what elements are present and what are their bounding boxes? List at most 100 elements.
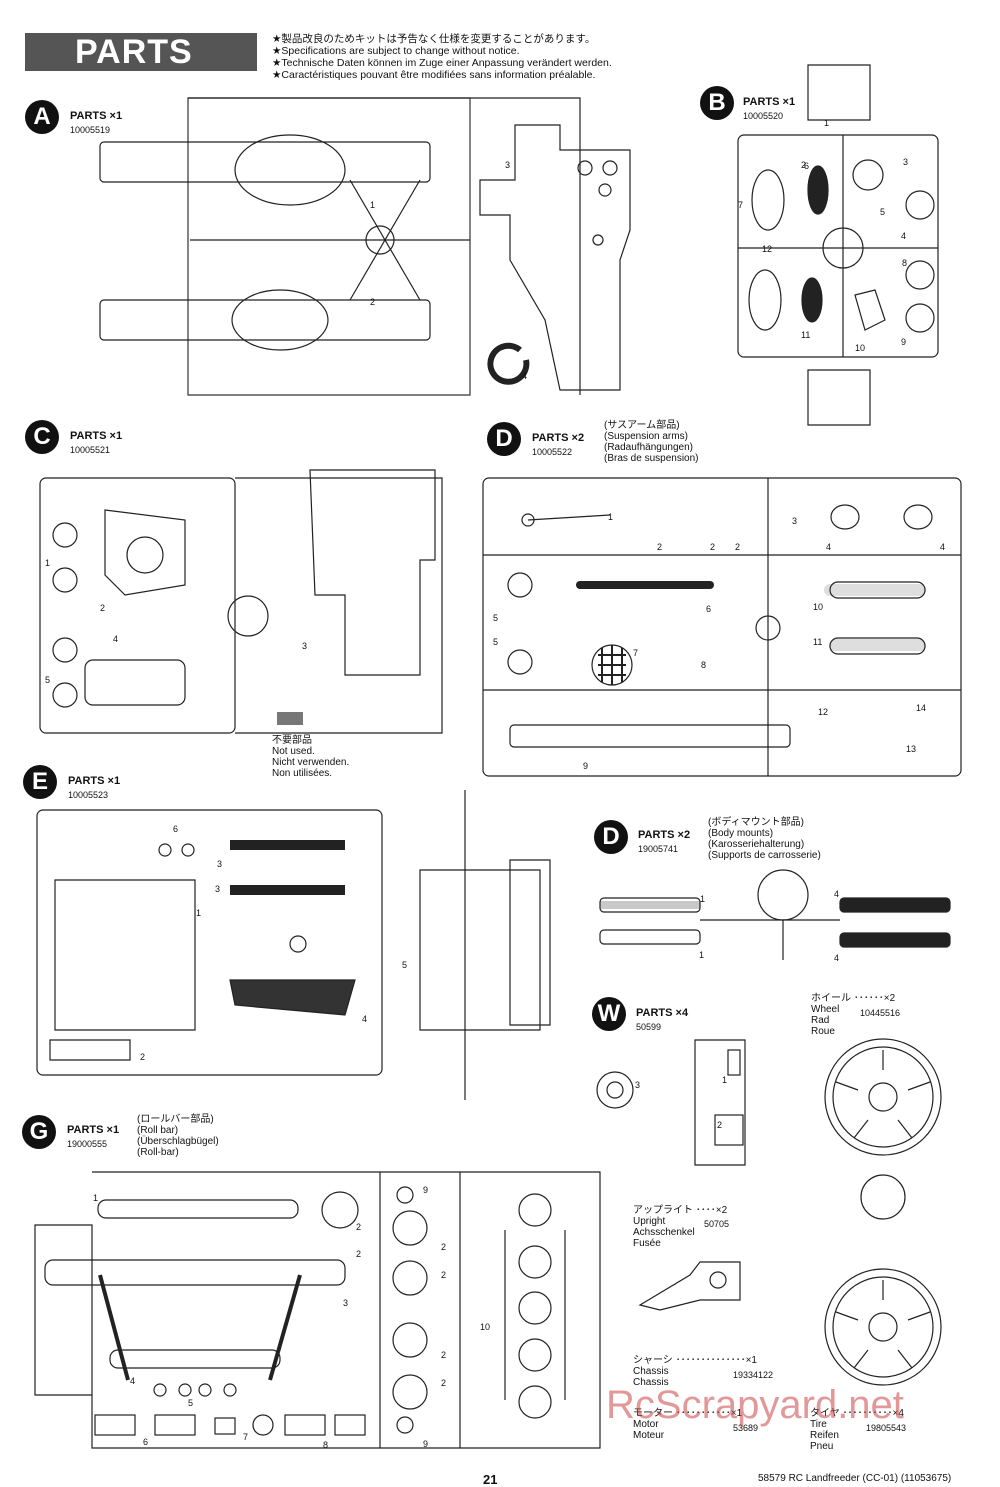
desc-line: (Karosseriehalterung) bbox=[708, 839, 805, 850]
parts-g-desc: (ロールバー部品) (Roll bar) (Überschlagbügel) (… bbox=[137, 1114, 219, 1158]
desc-line: (ボディマウント部品) bbox=[708, 817, 804, 828]
parts-d-bodymount-badge: D bbox=[594, 820, 628, 854]
part-callout-g: 1 bbox=[93, 1193, 99, 1203]
parts-c-number: 10005521 bbox=[70, 445, 111, 455]
part-callout-g: 3 bbox=[343, 1298, 349, 1308]
desc-line: (Roll-bar) bbox=[137, 1147, 179, 1158]
part-callout-w: 1 bbox=[722, 1075, 728, 1085]
page-title: PARTS bbox=[25, 33, 257, 71]
part-callout-d1: 3 bbox=[792, 516, 798, 526]
part-callout-g: 7 bbox=[243, 1432, 249, 1442]
notice-line: ★Technische Daten können im Zuge einer A… bbox=[272, 57, 612, 69]
model-footer: 58579 RC Landfreeder (CC-01) (11053675) bbox=[758, 1473, 952, 1484]
part-callout-g: 2 bbox=[356, 1222, 362, 1232]
part-callout-d1: 6 bbox=[706, 604, 712, 614]
parts-d-bodymount-number: 19005741 bbox=[638, 844, 679, 854]
upright-number: 50705 bbox=[704, 1219, 730, 1229]
parts-w-label: PARTS ×4 bbox=[636, 1007, 689, 1019]
desc-line: (Radaufhängungen) bbox=[604, 442, 693, 453]
sprue-w-drawing bbox=[596, 1039, 746, 1166]
desc-line: (Body mounts) bbox=[708, 828, 774, 839]
notice-line: ★Specifications are subject to change wi… bbox=[272, 45, 520, 57]
parts-e-label: PARTS ×1 bbox=[68, 775, 121, 787]
chassis-number: 19334122 bbox=[733, 1370, 774, 1380]
sprue-g-drawing bbox=[34, 1171, 601, 1449]
sprue-b-drawing bbox=[737, 64, 939, 426]
part-callout-d1: 14 bbox=[916, 703, 927, 713]
part-callout-d1: 11 bbox=[813, 637, 823, 647]
part-callout-g: 9 bbox=[423, 1185, 429, 1195]
motor-label: モーター ･･･････････×1 Motor Moteur bbox=[633, 1408, 742, 1441]
wheel-drawing bbox=[824, 1038, 942, 1386]
part-callout-d1: 9 bbox=[583, 761, 589, 771]
part-callout-e: 6 bbox=[173, 824, 179, 834]
upright-name: Fusée bbox=[633, 1238, 661, 1249]
parts-g-label: PARTS ×1 bbox=[67, 1124, 120, 1136]
part-callout-g: 4 bbox=[130, 1376, 136, 1386]
part-callout-c: 3 bbox=[302, 641, 308, 651]
parts-d-suspension-number: 10005522 bbox=[532, 447, 573, 457]
part-callout-d2: 4 bbox=[834, 889, 840, 899]
wheel-jp: ホイール ･･････×2 bbox=[811, 993, 896, 1004]
part-callout-d1: 10 bbox=[813, 602, 824, 612]
part-callout-e: 3 bbox=[217, 859, 223, 869]
sprue-c-drawing bbox=[39, 469, 443, 734]
part-callout-b: 4 bbox=[901, 231, 907, 241]
part-callout-c: 5 bbox=[45, 675, 51, 685]
upright-drawing bbox=[638, 1261, 741, 1311]
desc-line: (ロールバー部品) bbox=[137, 1114, 214, 1125]
parts-a-number: 10005519 bbox=[70, 125, 111, 135]
part-callout-d1: 5 bbox=[493, 613, 499, 623]
watermark: RcScrapyard.net bbox=[606, 1383, 904, 1427]
parts-d-suspension-badge: D bbox=[487, 422, 521, 456]
parts-b-label: PARTS ×1 bbox=[743, 96, 796, 108]
part-callout-a: 3 bbox=[505, 160, 511, 170]
part-callout-e: 4 bbox=[362, 1014, 368, 1024]
parts-g-number: 19000555 bbox=[67, 1139, 108, 1149]
motor-number: 53689 bbox=[733, 1423, 759, 1433]
tire-name: Reifen bbox=[810, 1430, 839, 1441]
part-callout-b: 1 bbox=[824, 118, 830, 128]
not-used-note: 不要部品 Not used. Nicht verwenden. Non util… bbox=[272, 735, 349, 779]
desc-line: (Supports de carrosserie) bbox=[708, 850, 821, 861]
upright-name: Upright bbox=[633, 1216, 666, 1227]
desc-line: (サスアーム部品) bbox=[604, 420, 680, 431]
part-callout-g: 2 bbox=[356, 1249, 362, 1259]
part-callout-d2: 1 bbox=[700, 894, 706, 904]
part-callout-d1: 4 bbox=[826, 542, 832, 552]
page-number: 21 bbox=[483, 1472, 498, 1487]
parts-w-badge: W bbox=[592, 997, 626, 1031]
part-callout-g: 2 bbox=[441, 1242, 447, 1252]
notice-line: ★製品改良のためキットは予告なく仕様を変更することがあります。 bbox=[272, 33, 596, 45]
part-callout-d1: 4 bbox=[940, 542, 946, 552]
part-callout-d1: 12 bbox=[818, 707, 829, 717]
part-callout-a: 2 bbox=[370, 297, 376, 307]
chassis-jp: シャーシ ･･････････････×1 bbox=[633, 1355, 757, 1366]
part-callout-e: 2 bbox=[140, 1052, 146, 1062]
part-callout-b: 11 bbox=[801, 330, 811, 340]
part-callout-e: 5 bbox=[402, 960, 408, 970]
spec-notice: ★製品改良のためキットは予告なく仕様を変更することがあります。 ★Specifi… bbox=[272, 33, 612, 81]
note-line: Not used. bbox=[272, 746, 315, 757]
parts-g-badge: G bbox=[22, 1115, 56, 1149]
parts-c-badge: C bbox=[25, 420, 59, 454]
part-callout-g: 5 bbox=[188, 1398, 194, 1408]
motor-jp: モーター ･･･････････×1 bbox=[633, 1408, 743, 1419]
part-callout-d2: 4 bbox=[834, 953, 840, 963]
desc-line: (Bras de suspension) bbox=[604, 453, 699, 464]
parts-d-bodymount-label: PARTS ×2 bbox=[638, 829, 691, 841]
wheel-name: Roue bbox=[811, 1026, 835, 1037]
note-line: Non utilisées. bbox=[272, 768, 333, 779]
part-callout-b: 9 bbox=[901, 337, 907, 347]
desc-line: (Suspension arms) bbox=[604, 431, 688, 442]
wheel-name: Rad bbox=[811, 1015, 830, 1026]
parts-a-label: PARTS ×1 bbox=[70, 110, 123, 122]
part-callout-c: 2 bbox=[100, 603, 106, 613]
wheel-number: 10445516 bbox=[860, 1008, 901, 1018]
parts-d-bodymount-desc: (ボディマウント部品) (Body mounts) (Karosseriehal… bbox=[708, 817, 821, 861]
part-callout-w: 3 bbox=[635, 1080, 641, 1090]
part-callout-g: 2 bbox=[441, 1350, 447, 1360]
motor-name: Moteur bbox=[633, 1430, 665, 1441]
sprue-d1-drawing bbox=[482, 477, 962, 777]
